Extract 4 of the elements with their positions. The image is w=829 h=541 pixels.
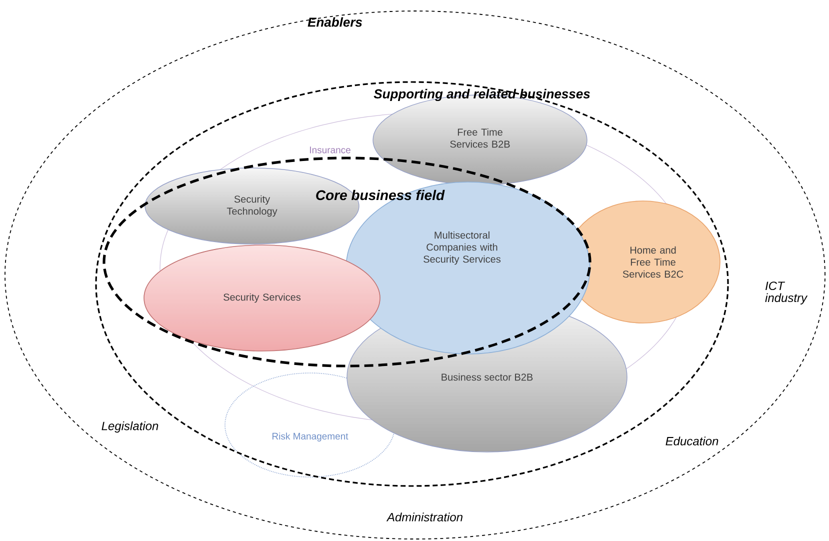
ring-label: Legislation (102, 421, 158, 433)
ring-label: Education (666, 436, 718, 446)
ring-label: ICT industry (765, 282, 808, 304)
ring-label: Administration (386, 512, 462, 522)
